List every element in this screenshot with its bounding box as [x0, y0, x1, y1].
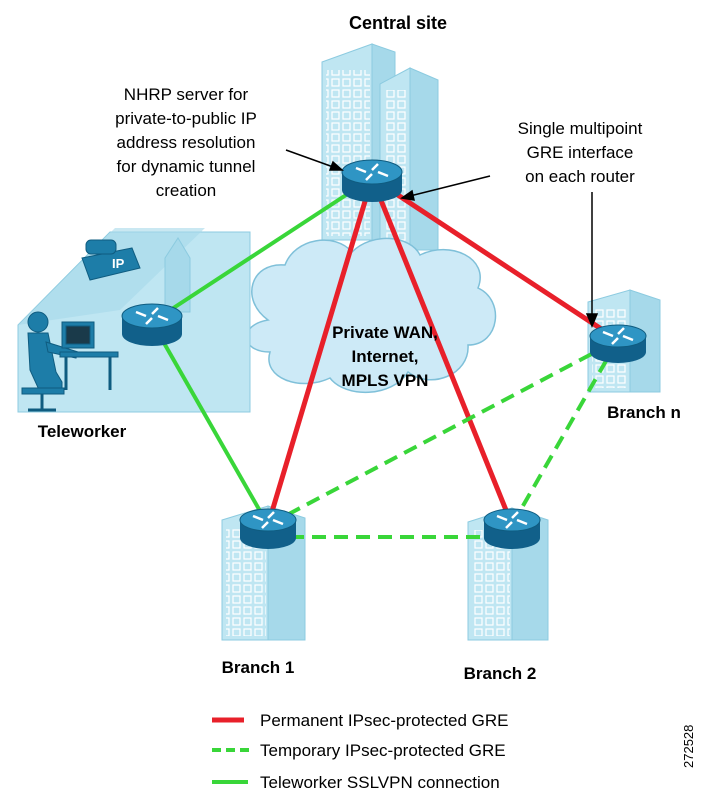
- branch-n-label: Branch n: [607, 403, 681, 422]
- svg-text:on each router: on each router: [525, 167, 635, 186]
- central-site-building: [321, 43, 439, 251]
- legend-item-temporary: Temporary IPsec-protected GRE: [212, 741, 506, 760]
- svg-text:creation: creation: [156, 181, 216, 200]
- nhrp-annotation: NHRP server for private-to-public IP add…: [115, 85, 257, 200]
- svg-text:Internet,: Internet,: [351, 347, 418, 366]
- sslvpn-link-branch1: [150, 321, 270, 526]
- phone-ip-label: IP: [112, 256, 125, 271]
- gre-annotation: Single multipoint GRE interface on each …: [518, 119, 643, 186]
- svg-text:Private WAN,: Private WAN,: [332, 323, 438, 342]
- router-branch-2: [483, 508, 541, 549]
- router-central: [341, 159, 403, 202]
- central-site-title: Central site: [349, 13, 447, 33]
- legend-item-sslvpn: Teleworker SSLVPN connection: [212, 773, 500, 792]
- teleworker-person-icon: [21, 311, 119, 412]
- svg-text:address resolution: address resolution: [117, 133, 256, 152]
- legend-label-permanent: Permanent IPsec-protected GRE: [260, 711, 509, 730]
- ip-phone-icon: IP: [81, 239, 141, 281]
- legend-label-temporary: Temporary IPsec-protected GRE: [260, 741, 506, 760]
- gre-link-branchn: [370, 175, 620, 343]
- sslvpn-link-central: [150, 176, 374, 324]
- teleworker-label: Teleworker: [38, 422, 127, 441]
- connections: [150, 175, 620, 539]
- svg-text:private-to-public IP: private-to-public IP: [115, 109, 257, 128]
- temp-link-b2-bn: [510, 339, 620, 526]
- gre-link-branch2: [369, 177, 515, 526]
- legend-label-sslvpn: Teleworker SSLVPN connection: [260, 773, 500, 792]
- figure-id: 272528: [681, 725, 696, 768]
- branch-1-label: Branch 1: [222, 658, 295, 677]
- legend: Permanent IPsec-protected GRE Temporary …: [212, 711, 509, 792]
- gre-link-branch1: [265, 177, 375, 526]
- cloud-label: Private WAN, Internet, MPLS VPN: [332, 323, 438, 390]
- wan-cloud: [245, 237, 497, 394]
- router-teleworker: [121, 303, 183, 346]
- annotation-arrows: [285, 149, 599, 328]
- svg-text:for dynamic tunnel: for dynamic tunnel: [117, 157, 256, 176]
- svg-text:MPLS VPN: MPLS VPN: [342, 371, 429, 390]
- legend-item-permanent: Permanent IPsec-protected GRE: [212, 711, 509, 730]
- router-branch-n: [589, 324, 647, 363]
- svg-text:Single multipoint: Single multipoint: [518, 119, 643, 138]
- svg-text:GRE interface: GRE interface: [527, 143, 634, 162]
- svg-text:NHRP server for: NHRP server for: [124, 85, 249, 104]
- router-branch-1: [239, 508, 297, 549]
- branch-2-label: Branch 2: [464, 664, 537, 683]
